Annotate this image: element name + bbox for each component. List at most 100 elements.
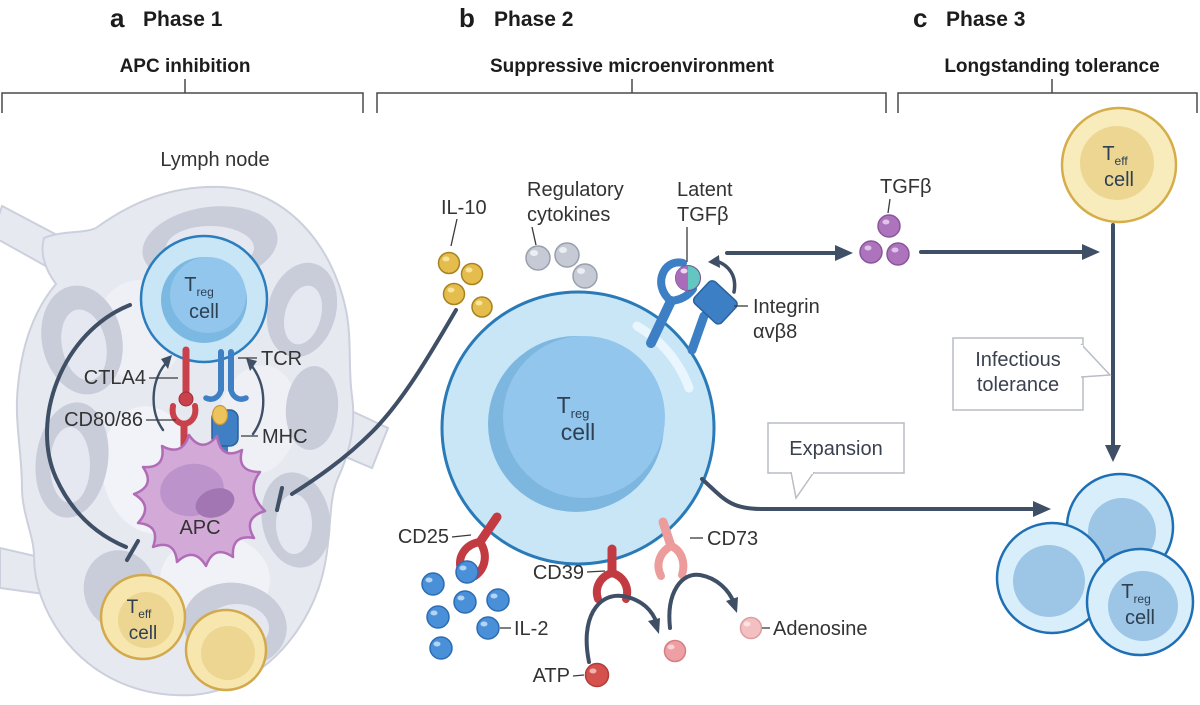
cd80-86-label: CD80/86 bbox=[64, 409, 143, 431]
cd39-label: CD39 bbox=[533, 562, 584, 584]
integrin-stem bbox=[646, 296, 676, 348]
infectious-tolerance-tail bbox=[1080, 343, 1112, 378]
bystander-cell-nucleus bbox=[201, 626, 255, 680]
cd39-leader bbox=[586, 570, 606, 573]
engagement-arrowhead-right bbox=[246, 358, 257, 371]
bystander-cell bbox=[184, 608, 268, 692]
treg-label-line2: cell bbox=[189, 301, 219, 323]
adenosine-label: Adenosine bbox=[773, 618, 868, 640]
treg-label-line1: Treg bbox=[184, 274, 214, 299]
cd73-label: CD73 bbox=[707, 528, 758, 550]
tgfb-label: TGFβ bbox=[880, 176, 932, 198]
inhibition-tbar-apc bbox=[275, 486, 284, 512]
treg-cell-nucleus bbox=[170, 257, 246, 333]
teff-cell-phase3: Teff cell bbox=[1060, 106, 1178, 224]
apc-nucleus-shade bbox=[195, 488, 235, 518]
tgfb-leader bbox=[887, 198, 891, 214]
inhibition-line-to-apc bbox=[290, 308, 458, 496]
header-phase-2: b Phase 2 Suppressive microenvironment bbox=[376, 3, 887, 113]
bracket-phase2 bbox=[376, 79, 887, 113]
bead-highlight bbox=[457, 595, 465, 601]
expansion-tail-mask bbox=[792, 471, 813, 474]
tgfb-arrowhead-1 bbox=[835, 245, 853, 261]
panel-subtitle-apc-inhibition: APC inhibition bbox=[120, 56, 251, 77]
apc-label: APC bbox=[179, 517, 220, 539]
engagement-arrow-left bbox=[152, 361, 168, 432]
integrin-label-line1: Integrin bbox=[753, 296, 820, 318]
bead-highlight bbox=[447, 287, 455, 293]
cell-gleam bbox=[632, 321, 694, 393]
tgfb-bead bbox=[859, 240, 883, 264]
bead-highlight bbox=[459, 565, 467, 571]
atp-leader bbox=[572, 674, 585, 677]
il2-bead bbox=[476, 616, 500, 640]
bead-highlight bbox=[430, 610, 438, 616]
teff-cell-nucleus bbox=[118, 592, 174, 648]
mhc-label: MHC bbox=[262, 426, 308, 448]
tgfb-bead bbox=[877, 214, 901, 238]
il10-leader bbox=[450, 218, 458, 247]
teff-c-nucleus bbox=[1080, 126, 1154, 200]
atp-bead bbox=[584, 662, 610, 688]
treg-cell-phase2: Treg cell bbox=[440, 290, 716, 566]
il10-bead bbox=[460, 262, 484, 286]
teff-c-label-line2: cell bbox=[1104, 169, 1134, 191]
expansion-label: Expansion bbox=[789, 438, 882, 460]
integrin-arm-right bbox=[667, 285, 697, 305]
expansion-arrowhead bbox=[1033, 501, 1051, 517]
lymph-lobule-core bbox=[283, 285, 323, 345]
atp-conversion-arrowhead-2 bbox=[726, 597, 738, 613]
integrin-arm-left bbox=[657, 258, 687, 305]
bead-highlight bbox=[891, 247, 899, 253]
treg-cell-phase1: Treg cell bbox=[139, 234, 269, 364]
bead-highlight bbox=[577, 268, 585, 274]
panel-title-phase2: Phase 2 bbox=[494, 8, 573, 31]
panel-subtitle-suppressive: Suppressive microenvironment bbox=[490, 56, 775, 77]
cd73-receptor bbox=[654, 517, 688, 580]
conversion-arrowhead bbox=[1105, 445, 1121, 462]
regulatory-cytokines-label-line2: cytokines bbox=[527, 204, 610, 226]
infectious-tail-mask bbox=[1080, 345, 1083, 376]
panel-letter-a: a bbox=[110, 3, 125, 33]
engagement-arrowhead-left bbox=[161, 355, 172, 369]
il10-beads bbox=[437, 251, 493, 318]
bead-highlight bbox=[864, 245, 872, 251]
integrin-paddle bbox=[692, 280, 738, 325]
lymph-lobule bbox=[285, 366, 339, 450]
tgfb-beads bbox=[859, 214, 910, 266]
cd25-label: CD25 bbox=[398, 526, 449, 548]
panel-letter-c: c bbox=[913, 3, 927, 33]
tgfb-bead bbox=[886, 242, 910, 266]
panel-title-phase1: Phase 1 bbox=[143, 8, 223, 31]
tgfb-arrowhead-2 bbox=[1082, 244, 1100, 260]
treg-big-nucleus bbox=[503, 336, 665, 498]
bead-highlight bbox=[589, 668, 597, 674]
integrin-paddle-stem bbox=[687, 311, 709, 355]
il2-bead bbox=[455, 560, 479, 584]
cd25-leader bbox=[451, 534, 472, 538]
cytokine-beads bbox=[525, 242, 598, 289]
atp-conversion-arrow-2 bbox=[667, 572, 736, 630]
lymph-lobule-core bbox=[276, 494, 312, 554]
bead-highlight bbox=[680, 268, 688, 274]
inhibition-tbar-teff bbox=[125, 539, 140, 562]
bead-highlight bbox=[490, 593, 498, 599]
regulatory-cytokines-label-line1: Regulatory bbox=[527, 179, 624, 201]
ctla4-receptor bbox=[178, 346, 194, 407]
expansion-box bbox=[767, 422, 905, 474]
integrin-complex bbox=[646, 255, 738, 355]
teff-cell-phase1: Teff cell bbox=[99, 573, 187, 661]
lymph-node-label: Lymph node bbox=[160, 149, 269, 171]
bead-highlight bbox=[425, 577, 433, 583]
panel-letter-b: b bbox=[459, 3, 475, 33]
teff-c-label-line1: Teff bbox=[1102, 143, 1128, 168]
lymph-sinus bbox=[217, 365, 299, 475]
bead-highlight bbox=[743, 621, 751, 627]
tcr-feet bbox=[203, 387, 249, 402]
bead-highlight bbox=[475, 300, 483, 306]
peptide bbox=[211, 404, 229, 426]
atp-bead-group bbox=[584, 662, 610, 688]
infectious-tolerance-callout: Infectious tolerance bbox=[952, 337, 1112, 411]
il10-bead bbox=[437, 251, 461, 275]
